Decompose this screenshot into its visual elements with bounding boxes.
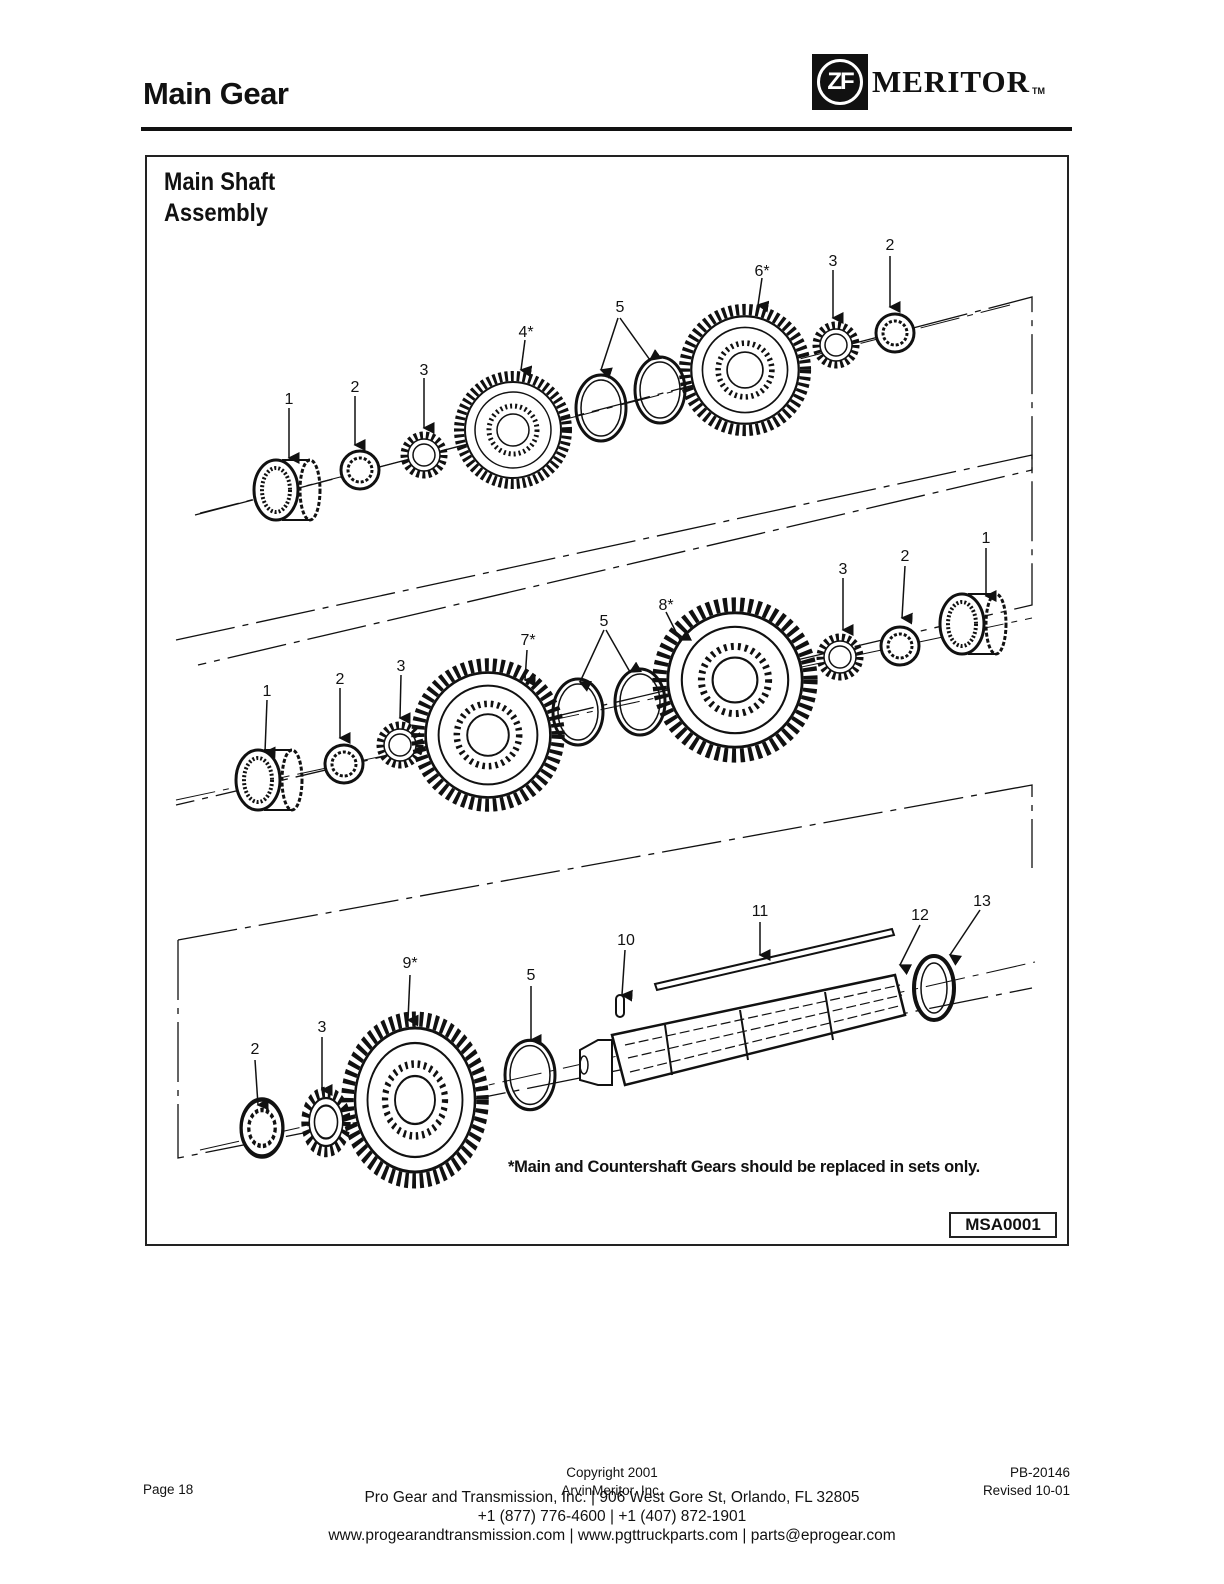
pin-icon xyxy=(615,994,625,1018)
mainshaft-icon xyxy=(579,973,907,1087)
page-number: Page 18 xyxy=(143,1482,194,1497)
thrust-washer-icon xyxy=(339,449,381,491)
callout-r1-4: 4* xyxy=(518,324,533,341)
callout-r3-1: 2 xyxy=(251,1041,260,1058)
callout-r2-9: 1 xyxy=(982,530,991,547)
copyright-line-1: Copyright 2001 xyxy=(566,1465,658,1480)
key-bar-icon xyxy=(653,927,896,992)
document-number: PB-20146 xyxy=(1009,1465,1070,1480)
callout-r3-4: 5 xyxy=(527,967,536,984)
gear-8-icon xyxy=(659,604,810,755)
callout-r1-2: 2 xyxy=(351,379,360,396)
dealer-info: Pro Gear and Transmission, Inc. | 906 We… xyxy=(0,1488,1224,1545)
callout-r1-3: 3 xyxy=(420,362,429,379)
thrust-washer-icon xyxy=(879,625,921,667)
dealer-phone: +1 (877) 776-4600 | +1 (407) 872-1901 xyxy=(477,1508,747,1525)
callout-r3-5: 10 xyxy=(617,932,635,949)
callout-r3-3: 9* xyxy=(402,955,417,972)
callout-r3-6: 11 xyxy=(752,903,769,920)
figure-frame xyxy=(145,155,1069,1246)
callout-r3-8: 13 xyxy=(973,893,991,910)
snap-ring-icon xyxy=(503,1038,557,1112)
figure-title-line-2: Assembly xyxy=(164,199,268,227)
row-1-parts xyxy=(194,256,1033,666)
dealer-address: Pro Gear and Transmission, Inc. | 906 We… xyxy=(364,1489,860,1506)
splined-washer-icon xyxy=(305,1092,347,1152)
document-info: PB-20146 Revised 10-01 xyxy=(964,1464,1070,1500)
gear-4-icon xyxy=(459,376,567,484)
retaining-ring-icon xyxy=(912,954,956,1022)
row-3-parts xyxy=(177,784,1036,1181)
bearing-icon xyxy=(938,592,1008,656)
callout-r2-1: 1 xyxy=(263,683,272,700)
meritor-wordmark: MERITOR xyxy=(872,64,1031,99)
callout-labels: 1 2 3 4* 5 6* 3 2 1 2 3 7* 5 8* 3 2 1 2 … xyxy=(251,237,991,1058)
bearing-icon xyxy=(252,458,322,522)
callout-r2-3: 3 xyxy=(397,658,406,675)
callout-r2-6: 8* xyxy=(658,597,673,614)
snap-ring-icon xyxy=(551,677,605,747)
header-rule xyxy=(141,127,1072,131)
splined-washer-icon xyxy=(404,435,444,475)
callout-r2-8: 2 xyxy=(901,548,910,565)
snap-ring-icon xyxy=(574,373,628,443)
row-2-parts xyxy=(175,454,1033,812)
gear-9-icon xyxy=(348,1019,483,1181)
callout-r2-7: 3 xyxy=(839,561,848,578)
callout-r1-6: 6* xyxy=(754,263,769,280)
zf-meritor-logo: ZF MERITOR TM xyxy=(812,52,1045,112)
callout-r3-2: 3 xyxy=(318,1019,327,1036)
gear-7-icon xyxy=(418,665,558,805)
zf-badge-icon: ZF xyxy=(812,54,868,110)
callout-r1-1: 1 xyxy=(285,391,294,408)
revision-date: Revised 10-01 xyxy=(982,1483,1070,1498)
trademark-mark: TM xyxy=(1032,86,1046,96)
figure-note: *Main and Countershaft Gears should be r… xyxy=(508,1158,980,1176)
splined-washer-icon xyxy=(820,637,860,677)
figure-code: MSA0001 xyxy=(949,1212,1057,1238)
dealer-web[interactable]: www.progearandtransmission.com | www.pgt… xyxy=(328,1527,896,1544)
figure-title-line-1: Main Shaft xyxy=(164,168,276,196)
figure-title: Main Shaft Assembly xyxy=(164,167,275,229)
splined-washer-icon xyxy=(816,325,856,365)
copyright-line-2: ArvinMeritor, Inc. xyxy=(561,1483,663,1498)
callout-r1-5: 5 xyxy=(616,299,625,316)
thrust-washer-icon xyxy=(323,743,365,785)
thrust-washer-icon xyxy=(241,1100,283,1157)
bearing-icon xyxy=(234,748,304,812)
thrust-washer-icon xyxy=(874,312,916,354)
callout-r1-8: 2 xyxy=(886,237,895,254)
copyright: Copyright 2001 ArvinMeritor, Inc. xyxy=(0,1464,1224,1500)
zf-badge-text: ZF xyxy=(817,59,863,105)
callout-r1-7: 3 xyxy=(829,253,838,270)
page-title: Main Gear xyxy=(143,76,289,111)
callout-r3-7: 12 xyxy=(911,907,929,924)
gear-6-icon xyxy=(685,310,806,431)
callout-r2-2: 2 xyxy=(336,671,345,688)
callout-r2-4: 7* xyxy=(520,632,535,649)
callout-r2-5: 5 xyxy=(600,613,609,630)
